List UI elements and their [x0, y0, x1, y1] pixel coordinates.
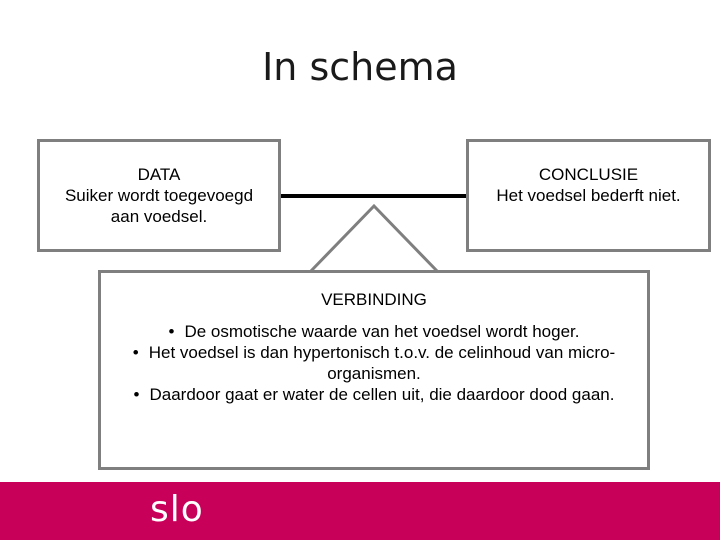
warrant-arrow-shape — [308, 203, 440, 274]
list-item: • Het voedsel is dan hypertonisch t.o.v. … — [131, 342, 617, 384]
slide-title: In schema — [262, 45, 458, 89]
bullet-icon: • — [168, 322, 175, 341]
data-text-line-2: aan voedsel. — [110, 207, 208, 226]
conclusion-box: CONCLUSIE Het voedsel bederft niet. — [466, 139, 711, 252]
bullet-text: Het voedsel is dan hypertonisch t.o.v. d… — [148, 343, 616, 383]
bullet-text: De osmotische waarde van het voedsel wor… — [184, 322, 580, 341]
list-item: • De osmotische waarde van het voedsel wo… — [131, 321, 617, 342]
conclusion-text: Het voedsel bederft niet. — [496, 186, 681, 205]
slo-logo: slo — [150, 489, 204, 530]
verbinding-box: VERBINDING • De osmotische waarde van het… — [98, 270, 650, 470]
data-box: DATA Suiker wordt toegevoegd aan voedsel… — [37, 139, 281, 252]
bullet-icon: • — [132, 343, 139, 362]
bullet-text: Daardoor gaat er water de cellen uit, di… — [149, 385, 615, 404]
verbinding-heading: VERBINDING — [321, 290, 427, 309]
data-heading: DATA — [137, 165, 181, 184]
conclusion-heading: CONCLUSIE — [538, 165, 639, 184]
footer-bar: slo — [0, 482, 720, 540]
bullet-icon: • — [133, 385, 140, 404]
list-item: • Daardoor gaat er water de cellen uit, d… — [131, 384, 617, 405]
data-text-line-1: Suiker wordt toegevoegd — [64, 186, 254, 205]
verbinding-bullet-list: • De osmotische waarde van het voedsel wo… — [101, 321, 647, 405]
